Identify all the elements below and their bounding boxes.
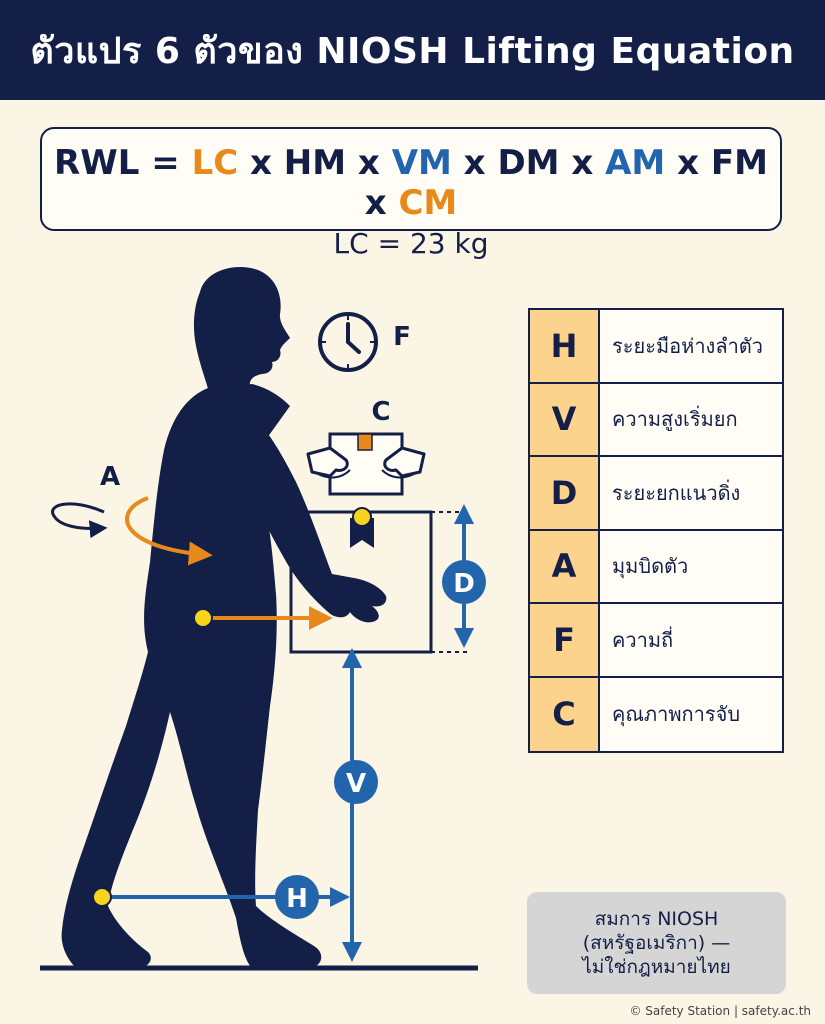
twist-arrow-icon [51, 502, 108, 539]
ankle-dot [92, 887, 112, 907]
equation-term-rwl: RWL = [54, 143, 192, 183]
variables-table: H ระยะมือห่างลำตัว V ความสูงเริ่มยก D ระ… [528, 308, 784, 753]
equation-term-vm: VM [391, 143, 452, 183]
equation-term-fm: x FM x [364, 143, 768, 223]
variable-description: ระยะมือห่างลำตัว [612, 333, 764, 358]
d-badge [442, 560, 486, 604]
a-label: A [100, 462, 120, 492]
person-silhouette [61, 266, 387, 968]
gripping-hands-icon [306, 432, 426, 496]
equation-term-am: AM [605, 143, 666, 183]
equation-term-cm: CM [398, 183, 458, 223]
equation-term-lc: LC [191, 143, 239, 183]
disclaimer-note: สมการ NIOSH (สหรัฐอเมริกา) — ไม่ใช่กฎหมา… [527, 892, 786, 994]
variable-description: มุมบิดตัว [612, 554, 689, 579]
equation: RWL = LC x HM x VM x DM x AM x FM x CM [42, 143, 780, 223]
note-line-1: สมการ NIOSH [594, 908, 719, 930]
twist-arrow-orange [125, 496, 213, 566]
c-label: C [371, 397, 390, 427]
d-badge-label: D [453, 569, 475, 599]
equation-term-dm: x DM x [451, 143, 606, 183]
table-row: H ระยะมือห่างลำตัว [530, 310, 782, 384]
equation-term-hm: x HM x [238, 143, 392, 183]
variable-letter: F [530, 604, 600, 676]
lc-value: LC = 23 kg [333, 227, 489, 260]
table-row: A มุมบิดตัว [530, 530, 782, 604]
table-row: V ความสูงเริ่มยก [530, 383, 782, 457]
table-row: C คุณภาพการจับ [530, 677, 782, 751]
hip-dot [193, 608, 213, 628]
f-label: F [393, 322, 411, 352]
variable-description: ความถี่ [612, 627, 674, 652]
variable-letter: A [530, 530, 600, 602]
header-bar: ตัวแปร 6 ตัวของ NIOSH Lifting Equation [0, 0, 825, 100]
variable-letter: V [530, 383, 600, 455]
variable-description: ความสูงเริ่มยก [612, 407, 738, 432]
v-badge-label: V [346, 769, 366, 799]
page-title: ตัวแปร 6 ตัวของ NIOSH Lifting Equation [30, 30, 795, 72]
variable-letter: H [530, 310, 600, 382]
h-badge-label: H [286, 884, 308, 914]
formula-box: RWL = LC x HM x VM x DM x AM x FM x CM L… [40, 127, 782, 260]
variable-description: คุณภาพการจับ [612, 702, 741, 727]
v-badge [334, 760, 378, 804]
table-row: D ระยะยกแนวดิ่ง [530, 457, 782, 531]
note-line-2: (สหรัฐอเมริกา) — [582, 932, 731, 954]
table-row: F ความถี่ [530, 604, 782, 678]
variable-letter: D [530, 457, 600, 529]
copyright-text: © Safety Station | safety.ac.th [629, 1004, 811, 1018]
box-label-ribbon [350, 518, 374, 548]
box-marker-dot [352, 507, 372, 527]
h-badge [275, 875, 319, 919]
note-line-3: ไม่ใช่กฎหมายไทย [582, 956, 731, 978]
clock-icon [318, 312, 378, 372]
variable-description: ระยะยกแนวดิ่ง [612, 480, 741, 505]
variable-letter: C [530, 677, 600, 751]
